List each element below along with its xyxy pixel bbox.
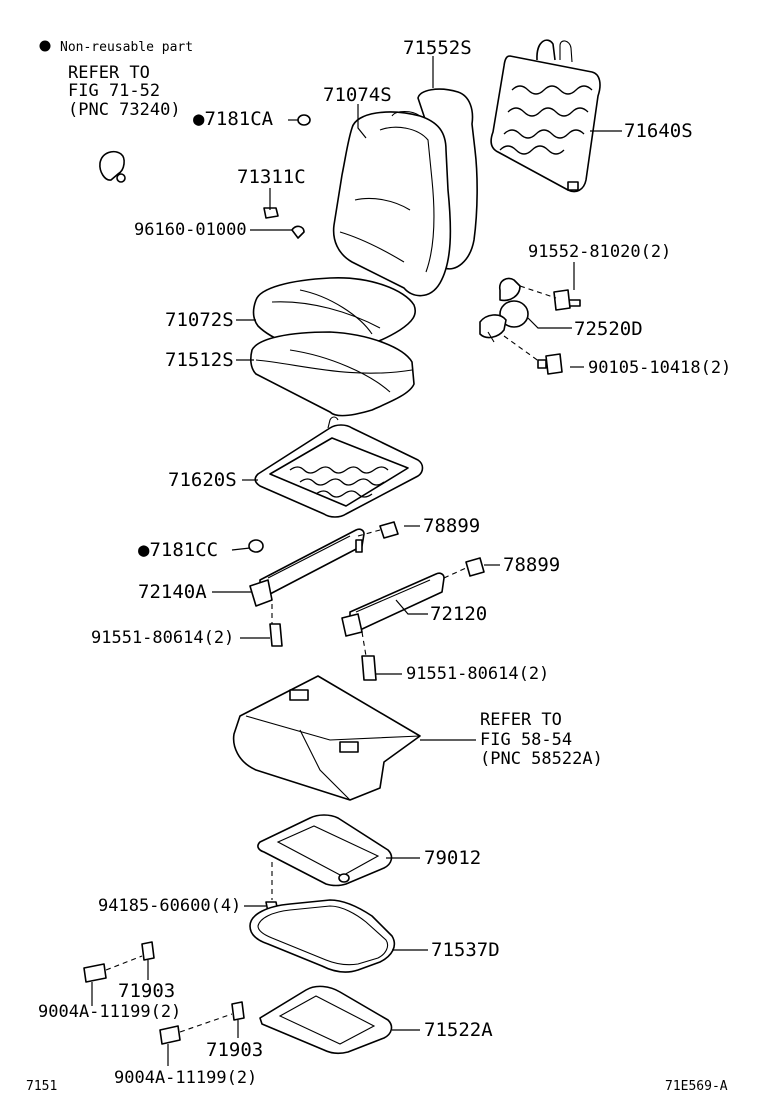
seatback-frame — [490, 39, 601, 193]
reference-line: (PNC 73240) — [68, 100, 181, 120]
belt-buckle-bracket — [479, 277, 581, 375]
part-label: ●7181CA — [193, 108, 274, 130]
part-label: 96160-01000 — [134, 220, 247, 240]
reference-note-seat-adjuster: REFER TO FIG 71-52 (PNC 73240) — [68, 63, 181, 120]
reference-line: FIG 71-52 — [68, 81, 160, 101]
part-label: 94185-60600(4) — [98, 896, 241, 916]
reference-line: FIG 58-54 — [480, 730, 572, 750]
seatback-assembly — [332, 88, 478, 297]
seatback-cushion — [332, 111, 452, 297]
seat-cushion-frame — [254, 416, 424, 518]
footer-figure-number: 7151 — [26, 1079, 57, 1094]
part-label: 91551-80614(2) — [91, 628, 234, 648]
part-label: 72520D — [574, 318, 643, 340]
legend-text: Non-reusable part — [60, 40, 193, 55]
reference-line: (PNC 58522A) — [480, 749, 603, 769]
reference-line: REFER TO — [68, 63, 150, 83]
cushion-pan-79012 — [257, 814, 393, 913]
seat-under-cover — [232, 675, 421, 801]
part-label: 72140A — [138, 581, 207, 603]
part-label: 71903 — [206, 1039, 263, 1061]
part-label: 71620S — [168, 469, 237, 491]
part-label: 78899 — [503, 554, 560, 576]
part-label: 71072S — [165, 309, 234, 331]
seat-cushion-pad — [250, 331, 415, 417]
leader-lines — [91, 56, 622, 1066]
part-labels: 71552S 71074S ●7181CA 71640S 71311C 9616… — [38, 37, 731, 1088]
lower-fasteners — [83, 941, 245, 1045]
part-label: 71903 — [118, 980, 175, 1002]
part-label: ●7181CC — [138, 539, 218, 561]
non-reusable-bullet-icon — [39, 40, 51, 52]
part-label: 78899 — [423, 515, 480, 537]
part-label: 71074S — [323, 84, 392, 106]
part-label: 9004A-11199(2) — [38, 1002, 181, 1022]
knob-part — [99, 150, 126, 183]
under-panel-71522A — [259, 985, 393, 1055]
seal-71537D — [249, 899, 396, 973]
part-label: 71537D — [431, 939, 500, 961]
part-label: 90105-10418(2) — [588, 358, 731, 378]
part-label: 91552-81020(2) — [528, 242, 671, 262]
dashed-guides — [105, 285, 557, 1033]
seat-track-inner — [249, 521, 399, 647]
part-label: 71640S — [624, 120, 693, 142]
part-label: 71522A — [424, 1019, 493, 1041]
part-label: 71311C — [237, 166, 306, 188]
part-label: 72120 — [430, 603, 487, 625]
part-label: 9004A-11199(2) — [114, 1068, 257, 1088]
part-label: 91551-80614(2) — [406, 664, 549, 684]
reference-note-under-cover: REFER TO FIG 58-54 (PNC 58522A) — [480, 710, 603, 769]
legend: Non-reusable part — [39, 40, 193, 55]
footer-illustration-id: 71E569-A — [665, 1079, 728, 1094]
small-fasteners-upper — [263, 114, 311, 239]
part-label: 71552S — [403, 37, 472, 59]
part-label: 71512S — [165, 349, 234, 371]
reference-line: REFER TO — [480, 710, 562, 730]
part-label: 79012 — [424, 847, 481, 869]
